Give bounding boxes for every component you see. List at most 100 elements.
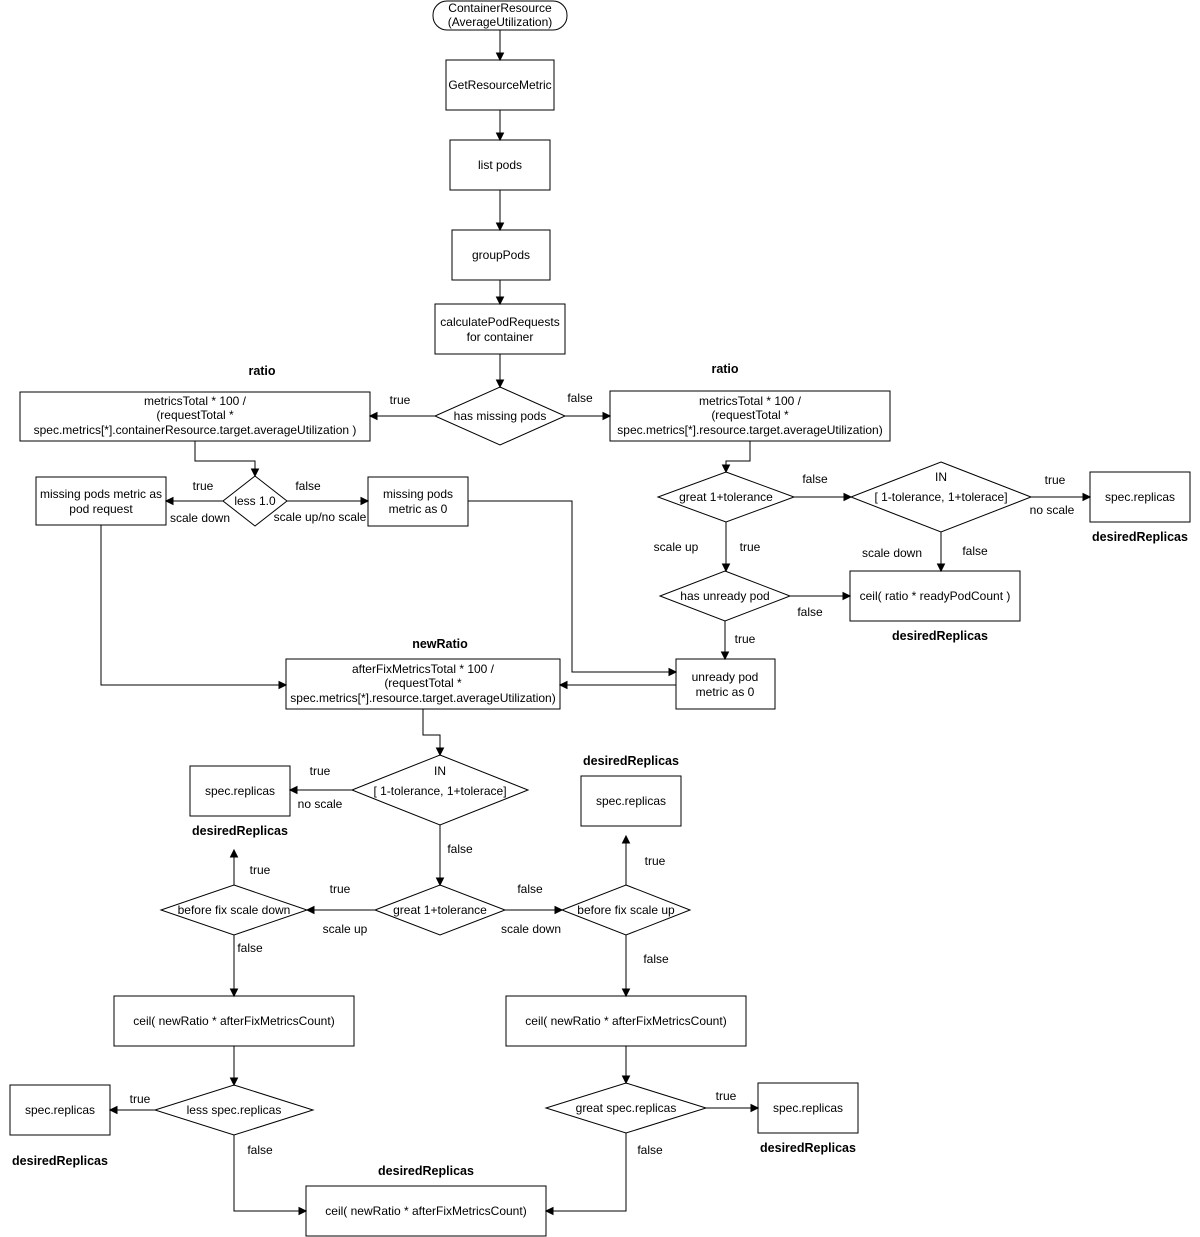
arrowhead (435, 877, 445, 887)
arrowhead (278, 680, 288, 690)
arrowheads (108, 52, 1092, 1216)
arrowhead (368, 411, 378, 421)
edge-label: true (310, 764, 331, 778)
arrowhead (435, 747, 445, 757)
desired-replicas-bottom-left-title: desiredReplicas (12, 1154, 108, 1168)
ceil-after-fix-bottom-box: ceil( newRatio * afterFixMetricsCount) (305, 1185, 547, 1237)
edge-label: false (567, 391, 593, 405)
edge-label: false (447, 842, 473, 856)
arrowhead (843, 492, 853, 502)
ceil-after-fix-right-box: ceil( newRatio * afterFixMetricsCount) (505, 995, 747, 1047)
arrowhead (495, 296, 505, 306)
arrowhead (298, 1206, 308, 1216)
edge-label: scale down (862, 546, 922, 560)
svg-text:IN[ 1-tolerance, 1+tolerace]: IN[ 1-tolerance, 1+tolerace] (373, 764, 506, 798)
edge-label: true (130, 1092, 151, 1106)
edge-label: no scale (298, 797, 343, 811)
new-ratio-title: newRatio (412, 637, 468, 651)
arrowhead (602, 411, 612, 421)
edge-label: scale down (501, 922, 561, 936)
svg-text:before fix scale down: before fix scale down (178, 903, 291, 917)
arrowhead (558, 680, 568, 690)
in-tolerance-mid-diamond: IN[ 1-tolerance, 1+tolerace] (350, 754, 530, 826)
svg-text:less 1.0: less 1.0 (234, 494, 276, 508)
edge-label: scale up (654, 540, 699, 554)
edge-label: false (802, 472, 828, 486)
edge-label: true (735, 632, 756, 646)
edge-missing-request-to-new-ratio (100, 525, 286, 686)
less-1-0-diamond: less 1.0 (222, 475, 288, 527)
arrowhead (495, 222, 505, 232)
edge-great-spec-false (546, 1133, 627, 1212)
arrowhead (495, 52, 505, 62)
svg-text:great spec.replicas: great spec.replicas (576, 1101, 677, 1115)
ratio-right-title: ratio (711, 362, 738, 376)
edge-label: scale up (323, 922, 368, 936)
svg-text:ceil( newRatio * afterFixMetri: ceil( newRatio * afterFixMetricsCount) (525, 1014, 726, 1028)
spec-replicas-top-right-box: spec.replicas (1089, 471, 1191, 523)
svg-text:list pods: list pods (478, 158, 522, 172)
edge-label: true (645, 854, 666, 868)
arrowhead (721, 563, 731, 573)
svg-text:GetResourceMetric: GetResourceMetric (448, 78, 551, 92)
svg-text:great 1+tolerance: great 1+tolerance (393, 903, 487, 917)
edge-label: false (797, 605, 823, 619)
edge-label: true (1045, 473, 1066, 487)
ceil-ready-pod-count-box: ceil( ratio * readyPodCount ) (849, 570, 1021, 622)
arrowhead (621, 1075, 631, 1085)
spec-replicas-bottom-left-box: spec.replicas (9, 1084, 111, 1136)
svg-text:IN[ 1-tolerance, 1+tolerace]: IN[ 1-tolerance, 1+tolerace] (874, 470, 1007, 504)
arrowhead (229, 988, 239, 998)
great-tolerance-mid-diamond: great 1+tolerance (373, 884, 507, 936)
desired-replicas-bottom-center-title: desiredReplicas (378, 1164, 474, 1178)
list-pods-box: list pods (449, 139, 551, 191)
spec-replicas-bottom-right-box: spec.replicas (757, 1082, 859, 1134)
svg-text:spec.replicas: spec.replicas (773, 1101, 843, 1115)
desired-replicas-top-right-title: desiredReplicas (1092, 530, 1188, 544)
arrowhead (108, 1105, 118, 1115)
arrowhead (495, 379, 505, 389)
svg-text:ContainerResource(AverageUtili: ContainerResource(AverageUtilization) (448, 1, 553, 29)
edge-ratio-left-to-less (194, 441, 256, 476)
edge-label: false (637, 1143, 663, 1157)
arrowhead (305, 905, 315, 915)
spec-replicas-mid-left-box: spec.replicas (189, 765, 291, 817)
arrowhead (750, 1103, 760, 1113)
edge-label: scale down (170, 511, 230, 525)
arrowhead (164, 496, 174, 506)
desired-replicas-mid-right-title: desiredReplicas (583, 754, 679, 768)
get-resource-metric-box: GetResourceMetric (445, 59, 555, 111)
edge-label: true (740, 540, 761, 554)
edge-ratio-right-to-great (725, 441, 751, 472)
group-pods-box: groupPods (451, 229, 551, 281)
spec-replicas-mid-right-box: spec.replicas (580, 775, 682, 827)
edge-label: false (295, 479, 321, 493)
arrowhead (250, 468, 260, 478)
arrowhead (720, 651, 730, 661)
ratio-left-title: ratio (248, 364, 275, 378)
arrowhead (495, 132, 505, 142)
edge-label: false (643, 952, 669, 966)
svg-text:before fix scale up: before fix scale up (577, 903, 675, 917)
desired-replicas-mid-left-title: desiredReplicas (192, 824, 288, 838)
edge-less-spec-false (233, 1135, 306, 1212)
svg-text:great 1+tolerance: great 1+tolerance (679, 490, 773, 504)
svg-text:less spec.replicas: less spec.replicas (187, 1103, 282, 1117)
arrowhead (288, 785, 298, 795)
edge-label: false (247, 1143, 273, 1157)
edge-label: true (193, 479, 214, 493)
has-unready-pod-diamond: has unready pod (658, 570, 792, 622)
desired-replicas-bottom-right-title: desiredReplicas (760, 1141, 856, 1155)
arrowhead (668, 667, 678, 677)
arrowhead (842, 591, 852, 601)
arrowhead (936, 563, 946, 573)
